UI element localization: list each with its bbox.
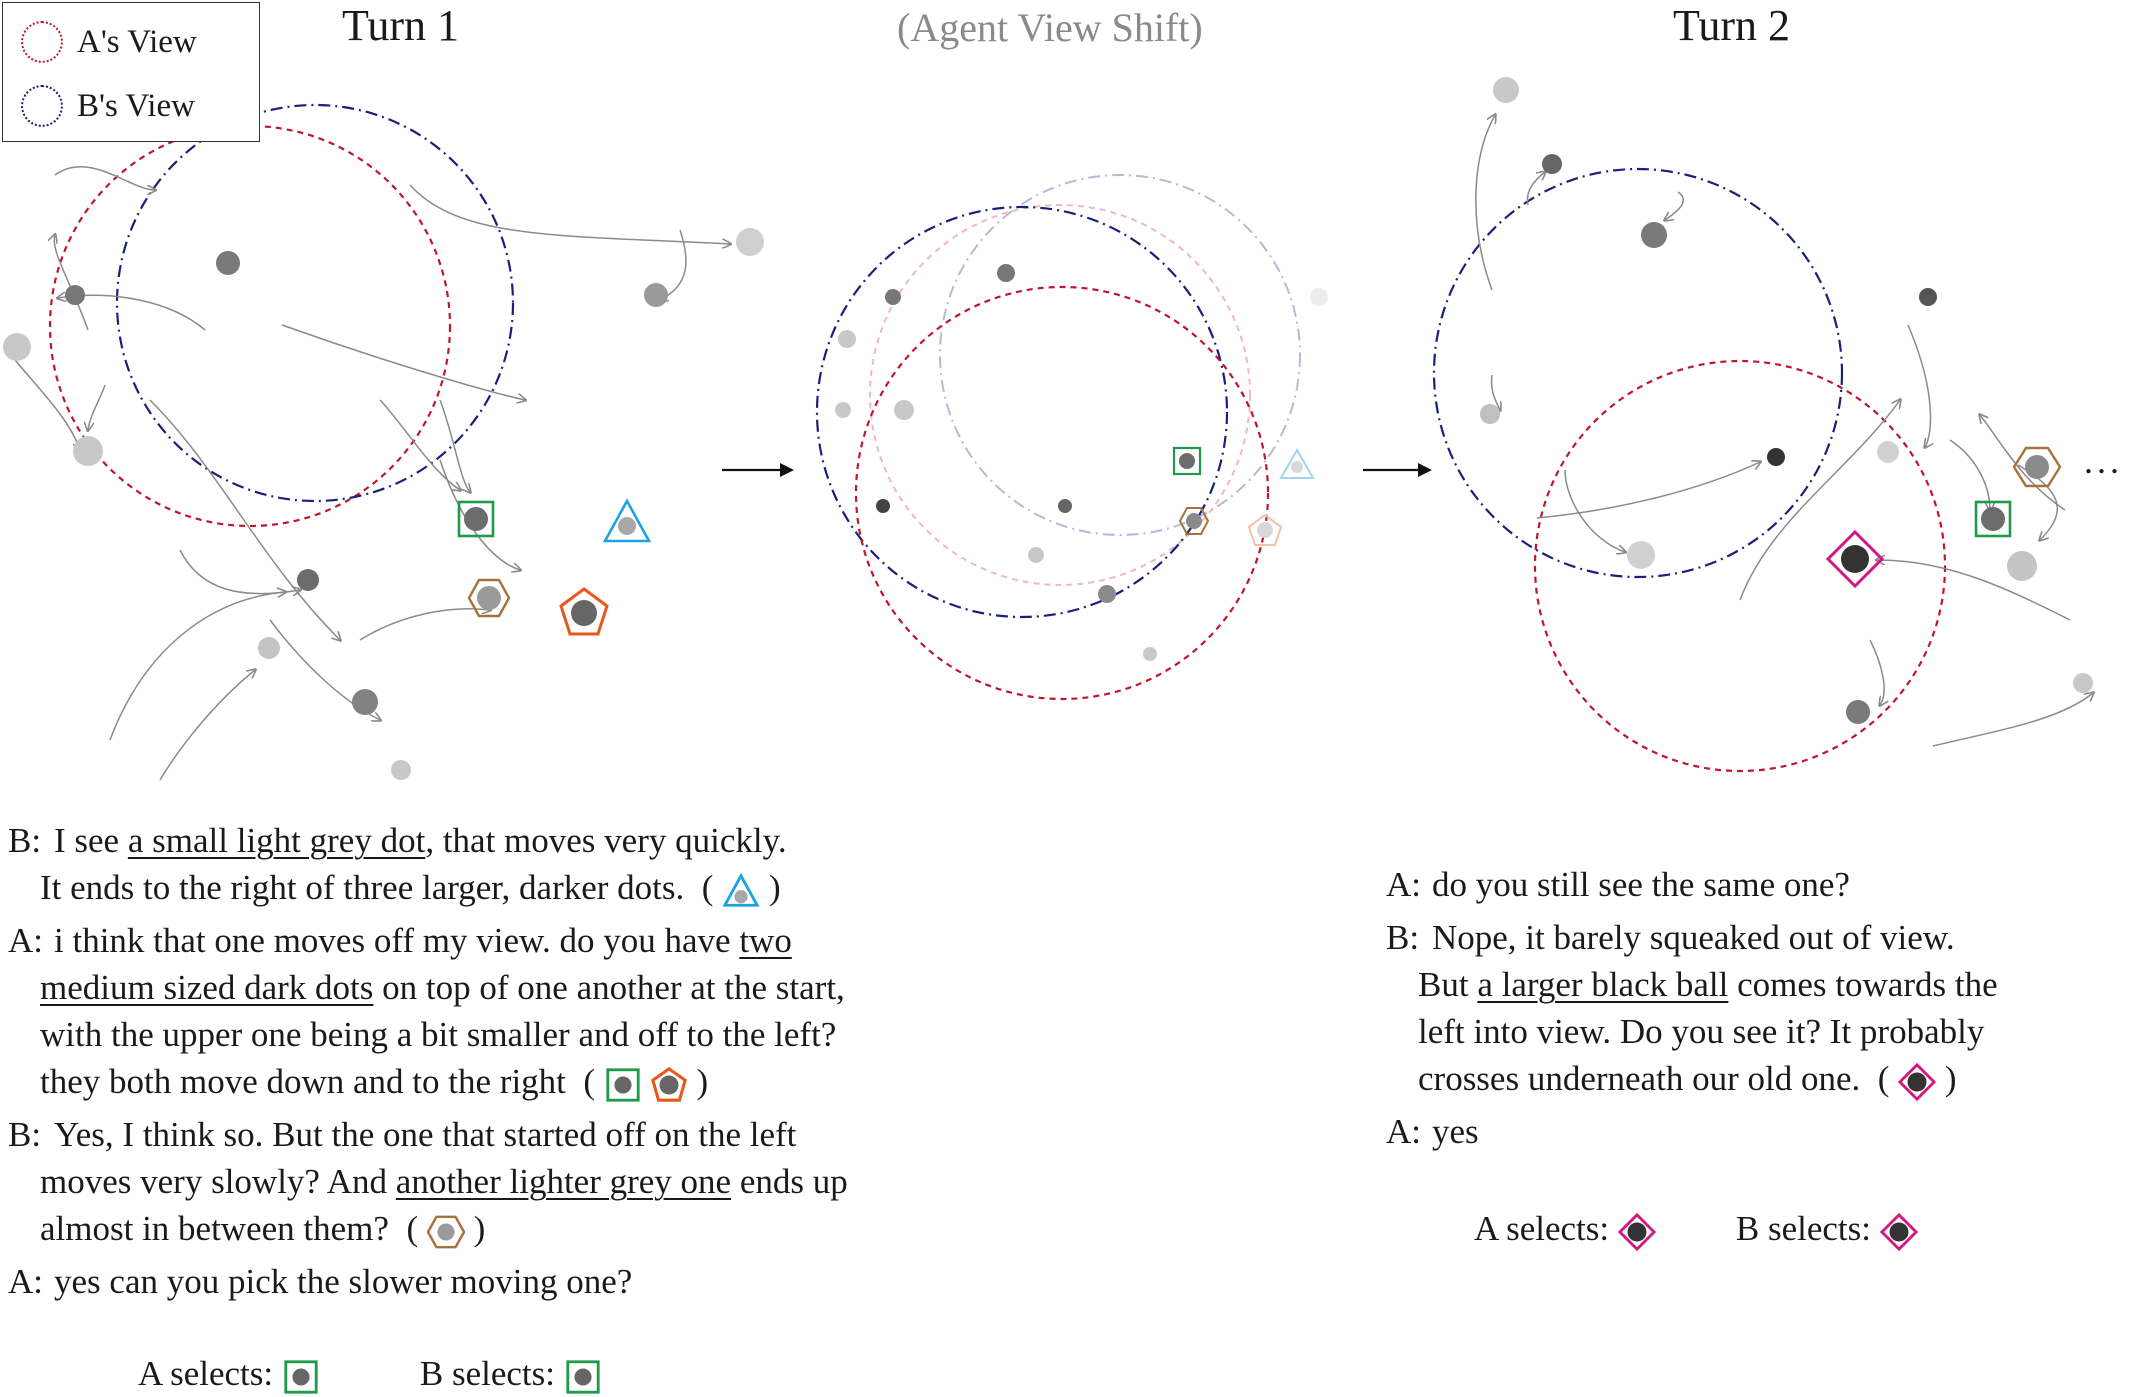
pentagon-marker [559,587,609,636]
turn2-selects: A selects: B selects: [1474,1205,1918,1252]
square-icon [566,1360,600,1394]
utterance-line: Yes, I think so. But the one that starte… [54,1115,797,1154]
speaker-label: B: [8,821,42,860]
a-selects-label: A selects: [1474,1209,1618,1248]
speaker-label: B: [8,1115,42,1154]
utterance-line: But a larger black ball comes towards th… [1418,965,1998,1004]
speaker-label: A: [8,1262,43,1301]
utterance-line: yes [1432,1112,1479,1151]
speaker-label: A: [1386,1112,1421,1151]
speaker-label: A: [1386,865,1421,904]
b-view-circle [115,103,515,503]
utterance-line: moves very slowly? And another lighter g… [40,1162,848,1201]
utterance-line: do you still see the same one? [1432,865,1850,904]
faded-b-view-circle [939,174,1301,536]
utterance-line: crosses underneath our old one. ( ) [1418,1055,1957,1102]
a-view-circle [48,124,452,528]
a-selects-label: A selects: [138,1354,282,1393]
utterance-line: It ends to the right of three larger, da… [40,864,781,911]
a-view-swatch-icon [21,21,63,63]
shift-marked-dots [1172,446,1315,546]
referring-expression: two [739,921,792,960]
turn1-selects: A selects: B selects: [138,1350,602,1397]
referring-expression: medium sized dark dots [40,968,374,1007]
b-view-swatch-icon [21,85,63,127]
b-selects-label: B selects: [419,1354,564,1393]
shifted-a-view-circle [854,285,1270,701]
turn2-hexagon-marker [2012,446,2062,488]
turn2-square-marker [1974,500,2012,538]
turn1-marked-dots [457,498,652,636]
b-selects-label: B selects: [1735,1209,1880,1248]
shift-panel [815,174,1328,701]
pentagon-icon [650,1066,687,1102]
triangle-marker [602,498,652,543]
utterance-line: they both move down and to the right ( ) [40,1058,708,1105]
diamond-icon [1617,1212,1656,1251]
square-marker [457,500,495,538]
legend-a-view: A's View [21,21,197,63]
legend: A's View B's View [2,2,260,142]
shift-title: (Agent View Shift) [897,5,1203,50]
turn2-b-view-circle [1432,167,1844,579]
utterance-line: I see a small light grey dot, that moves… [54,821,787,860]
diamond-icon [1898,1062,1937,1101]
turn2-dots [1480,77,2093,724]
referring-expression: another lighter grey one [395,1162,732,1201]
turn2-diamond-marker [1825,529,1885,589]
turn1-title: Turn 1 [342,1,459,50]
legend-b-label: B's View [77,87,195,124]
turn2-arrows [1475,115,2093,747]
utterance-line: medium sized dark dots on top of one ano… [40,968,845,1007]
hexagon-marker [467,578,511,618]
turn1-panel [3,103,764,781]
faded-a-view-circle [869,204,1251,586]
referring-expression: a larger black ball [1477,965,1729,1004]
square-icon [284,1360,318,1394]
utterance-line: with the upper one being a bit smaller a… [40,1015,837,1054]
utterance-line: Nope, it barely squeaked out of view. [1432,918,1955,957]
legend-b-view: B's View [21,85,195,127]
utterance-line: left into view. Do you see it? It probab… [1418,1012,1985,1051]
turn2-marked-dots [1825,446,2062,589]
utterance-line: yes can you pick the slower moving one? [54,1262,633,1301]
turn2-a-view-circle [1533,359,1947,773]
hexagon-icon [426,1215,465,1249]
square-icon [606,1068,640,1102]
continuation-ellipsis: ... [2084,441,2123,481]
legend-a-label: A's View [77,23,197,60]
turn2-title: Turn 2 [1673,1,1790,50]
diamond-icon [1879,1212,1918,1251]
shifted-b-view-circle [815,205,1229,619]
utterance-line: almost in between them? ( ) [40,1205,485,1252]
speaker-label: B: [1386,918,1420,957]
shift-dots [835,264,1328,661]
speaker-label: A: [8,921,43,960]
referring-expression: a small light grey dot [127,821,426,860]
turn2-panel [1432,77,2093,773]
triangle-icon [722,872,760,907]
turn1-dots [3,228,764,780]
utterance-line: i think that one moves off my view. do y… [54,921,792,960]
